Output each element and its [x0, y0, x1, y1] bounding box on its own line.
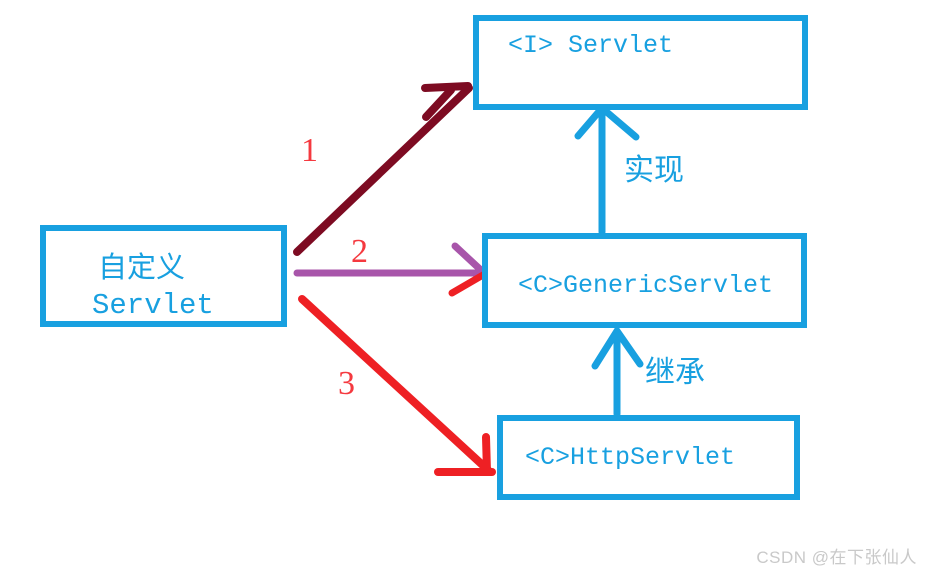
http-servlet-label: <C>HttpServlet	[525, 443, 736, 472]
arrow-2-number: 2	[351, 233, 368, 270]
extends-edge-label: 继承	[645, 358, 705, 392]
arrow-1-number: 1	[301, 132, 318, 169]
arrow-3-number: 3	[338, 365, 355, 402]
servlet-interface-box: <I> Servlet	[473, 15, 808, 110]
generic-servlet-box: <C>GenericServlet	[482, 233, 807, 328]
custom-servlet-box: 自定义 Servlet	[40, 225, 287, 327]
generic-servlet-label: <C>GenericServlet	[518, 271, 774, 300]
servlet-interface-label: <I> Servlet	[508, 31, 674, 60]
http-servlet-box: <C>HttpServlet	[497, 415, 800, 500]
custom-servlet-label-line1: 自定义	[98, 253, 186, 286]
csdn-watermark: CSDN @在下张仙人	[756, 548, 917, 567]
arrow-1	[293, 82, 473, 256]
implements-edge-label: 实现	[624, 156, 684, 190]
arrow-2	[293, 242, 487, 297]
extends-arrow	[591, 324, 644, 418]
custom-servlet-label-line2: Servlet	[92, 289, 214, 322]
arrow-3	[298, 295, 496, 476]
